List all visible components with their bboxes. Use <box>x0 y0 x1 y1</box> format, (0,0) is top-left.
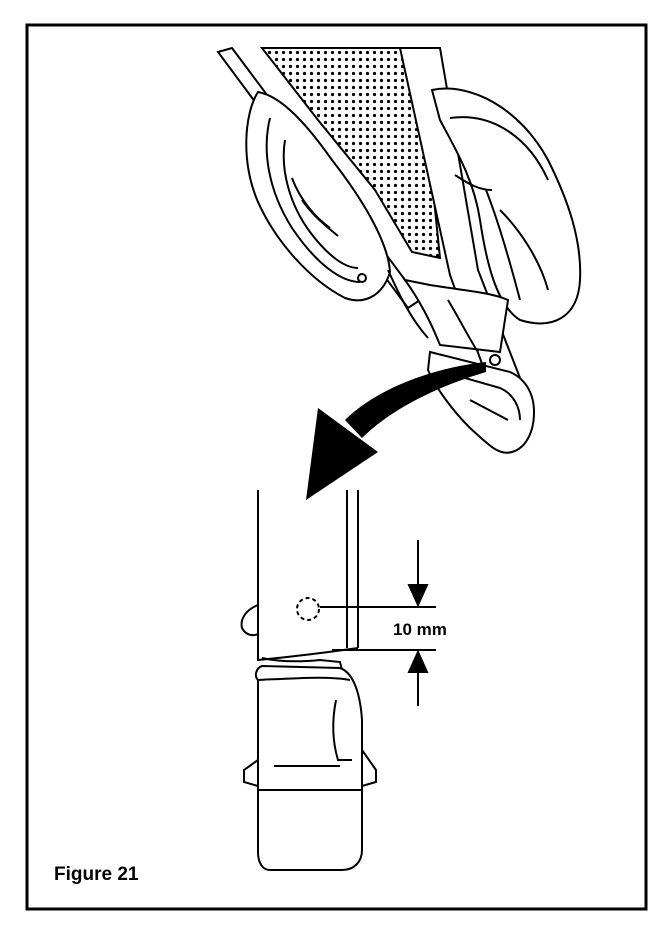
figure-caption: Figure 21 <box>54 864 139 885</box>
measurement-label: 10 mm <box>393 620 447 639</box>
side-tab <box>240 604 259 637</box>
wheel-detail-view <box>240 490 377 871</box>
arrow-up-icon <box>407 649 429 673</box>
curved-direction-arrow <box>345 362 486 438</box>
left-padded-pocket <box>245 90 392 302</box>
wheel-block <box>254 664 363 871</box>
right-padded-pocket <box>430 87 582 325</box>
figure-border <box>25 23 648 911</box>
curved-arrow-head <box>306 408 378 500</box>
dimension-annotation <box>320 540 436 706</box>
arrow-down-icon <box>407 584 429 608</box>
hole-marker <box>296 597 320 621</box>
stroller-upper-view <box>216 46 582 454</box>
